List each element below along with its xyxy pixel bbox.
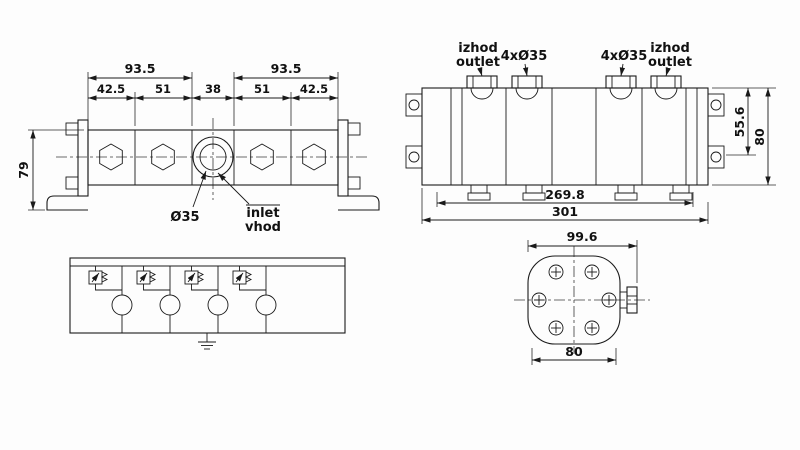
- outlet-left-en: outlet: [456, 55, 500, 70]
- inlet-label-si: vhod: [245, 220, 281, 235]
- front-callouts: Ø35 inlet vhod: [170, 170, 281, 235]
- dim-51-right: 51: [254, 82, 270, 96]
- top-body-outline: [421, 87, 709, 186]
- inlet-port: [192, 136, 234, 178]
- inlet-label-en: inlet: [246, 206, 279, 221]
- outlet-right-si: izhod: [650, 41, 690, 56]
- holes-right-label: 4xØ35: [601, 49, 648, 64]
- dim-93-5-right: 93.5: [271, 61, 302, 76]
- dim-80-flange: 80: [565, 344, 583, 359]
- hydraulic-schematic: [69, 257, 346, 350]
- dim-99-6: 99.6: [567, 229, 598, 244]
- right-mounting-foot: [338, 195, 380, 211]
- top-labels: izhod outlet 4xØ35 4xØ35 izhod outlet: [456, 41, 692, 77]
- dim-42-5-right: 42.5: [300, 82, 328, 96]
- left-mounting-foot: [46, 195, 88, 211]
- flange-bolts: [531, 264, 617, 336]
- front-left-flange: [65, 119, 89, 197]
- top-view: izhod outlet 4xØ35 4xØ35 izhod outlet 55…: [405, 41, 776, 224]
- front-right-flange: [337, 119, 361, 197]
- dim-38: 38: [205, 82, 221, 96]
- flange-dims: 99.6 80: [527, 229, 638, 365]
- side-shaft-port: [619, 286, 638, 314]
- dim-51-left: 51: [155, 82, 171, 96]
- dim-269-8: 269.8: [545, 187, 585, 202]
- mounting-tabs: [405, 93, 725, 169]
- top-section-lines: [450, 88, 698, 185]
- hole-diameter-label: Ø35: [170, 210, 199, 225]
- divider-sections: [88, 266, 277, 333]
- schematic-frame: [69, 257, 346, 334]
- dim-93-5-left: 93.5: [125, 61, 156, 76]
- front-dim-row1: 93.5 93.5: [88, 61, 338, 81]
- dim-55-6: 55.6: [732, 106, 747, 137]
- tank-symbol: [198, 333, 216, 350]
- flange-view: 99.6 80: [514, 229, 650, 365]
- outlet-left-si: izhod: [458, 41, 498, 56]
- dim-301: 301: [552, 204, 578, 219]
- outlet-right-en: outlet: [648, 55, 692, 70]
- holes-left-label: 4xØ35: [501, 49, 548, 64]
- dim-79: 79: [16, 161, 31, 178]
- top-dims-right: 55.6 80: [712, 87, 776, 186]
- drain-ports: [467, 184, 693, 201]
- hex-plugs: [99, 143, 326, 171]
- front-view: 93.5 93.5 42.5 51 38 51 42.5 79 Ø35: [16, 61, 380, 235]
- front-dim-row2: 42.5 51 38 51 42.5: [88, 82, 338, 101]
- dim-42-5-left: 42.5: [97, 82, 125, 96]
- dim-80-depth: 80: [752, 128, 767, 146]
- top-dims-bottom: 269.8 301: [421, 187, 709, 224]
- front-dim-height: 79: [16, 130, 36, 210]
